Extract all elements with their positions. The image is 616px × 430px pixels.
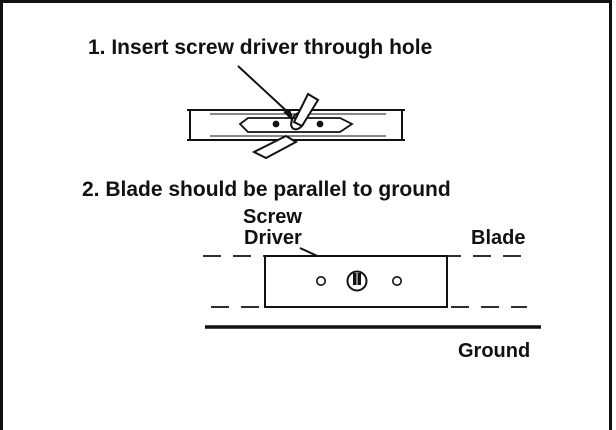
step-1-illustration xyxy=(187,65,405,160)
screw-label: Screw xyxy=(243,206,302,228)
screwdriver-handle xyxy=(251,134,299,160)
step-1-arrow xyxy=(237,65,293,117)
bar-hole-left xyxy=(272,120,280,128)
driver-label: Driver xyxy=(244,227,302,249)
bar-channel xyxy=(238,117,354,133)
ground-label: Ground xyxy=(458,340,531,362)
screwdriver-tip xyxy=(292,92,320,128)
step-1-instruction: 1. Insert screw driver through hole xyxy=(88,36,433,59)
step-2-illustration xyxy=(203,247,541,329)
mount-hole-left xyxy=(315,275,326,286)
step-2-instruction: 2. Blade should be parallel to ground xyxy=(82,178,451,201)
bar-hole-right xyxy=(316,120,324,128)
mount-hole-right xyxy=(391,275,402,286)
screw-head xyxy=(346,270,368,292)
blade-label: Blade xyxy=(471,227,526,249)
